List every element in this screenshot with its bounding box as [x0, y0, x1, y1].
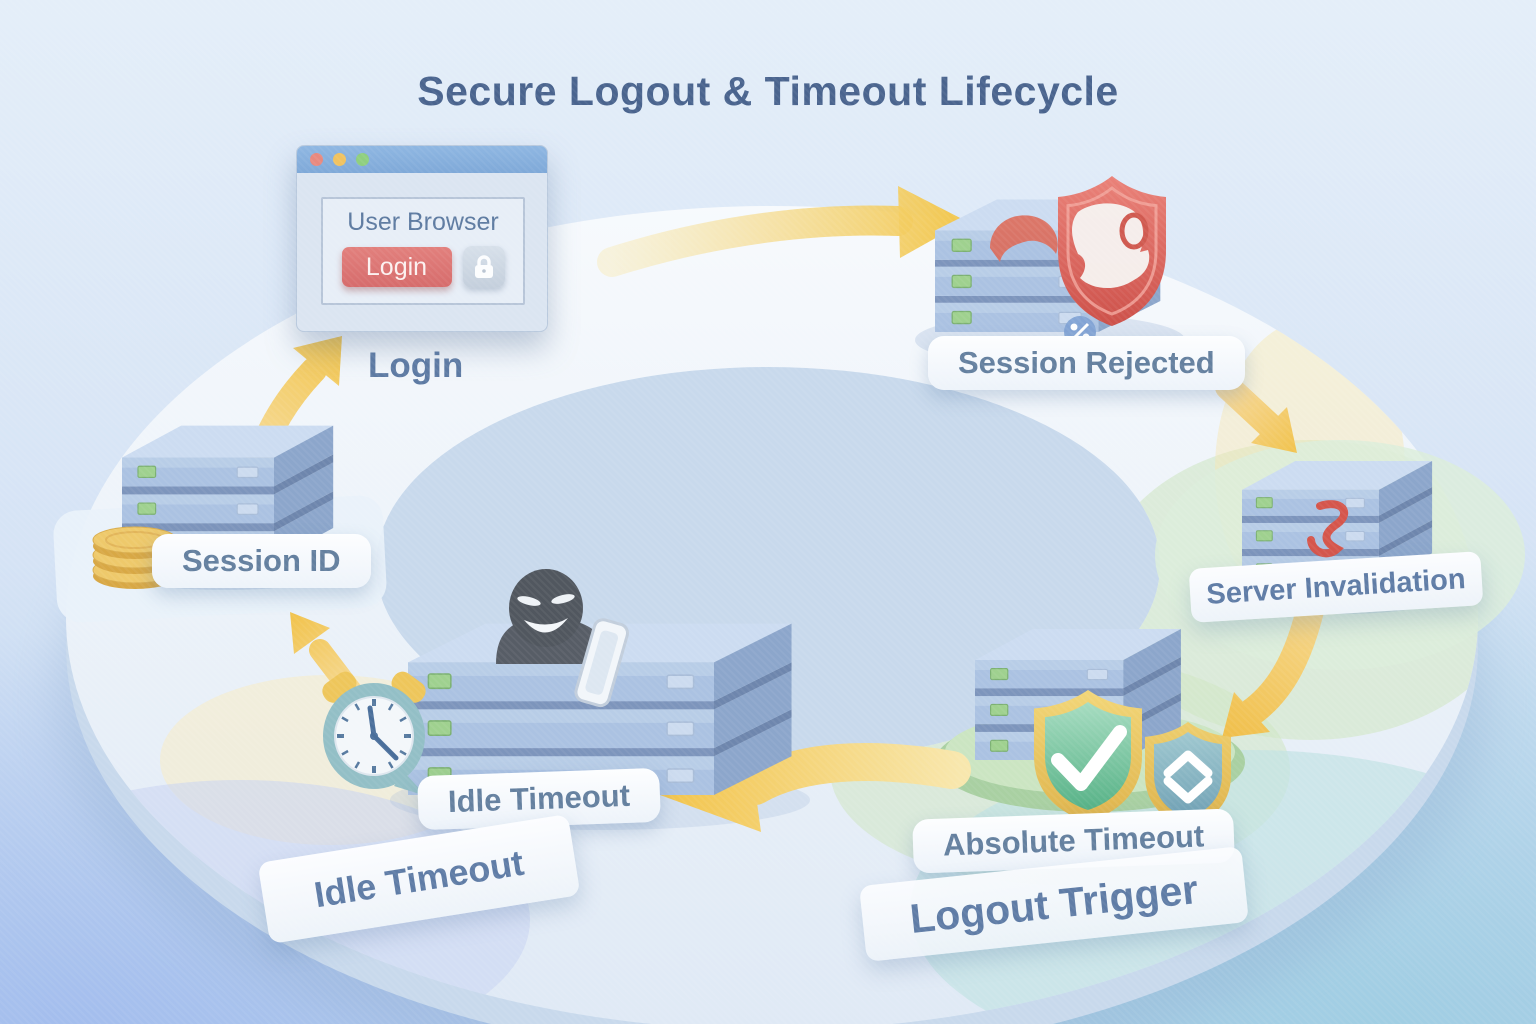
stage-label-session-id: Session ID: [152, 534, 371, 588]
stage-label-login: Login: [368, 346, 464, 385]
arrow-server-invalidation-to-absolute-timeout: [1222, 588, 1326, 738]
shield-check-icon: [1034, 690, 1142, 822]
shield-denied-icon: [1058, 176, 1166, 326]
alarm-clock-icon: [322, 671, 426, 796]
shield-box-icon: [1145, 722, 1231, 828]
page-title: Secure Logout & Timeout Lifecycle: [417, 68, 1119, 114]
browser-window-title: User Browser: [347, 208, 499, 236]
error-squiggle-icon: [1307, 500, 1349, 558]
browser-content-panel: User Browser Login: [321, 197, 525, 305]
lock-icon: [462, 246, 505, 288]
server-stack-idle-icon: [408, 623, 792, 795]
arrow-session-rejected-to-server-invalidation: [1215, 374, 1297, 453]
green-dot-icon: [356, 153, 369, 166]
user-browser-window: User Browser Login: [296, 145, 548, 332]
laptop-icon: [574, 618, 630, 708]
browser-titlebar: [297, 146, 547, 173]
hacker-icon: [496, 569, 610, 664]
red-dot-icon: [310, 153, 323, 166]
server-stack-invalidation-icon: [1242, 461, 1433, 582]
yellow-dot-icon: [333, 153, 346, 166]
login-button[interactable]: Login: [341, 247, 452, 287]
stage-label-session-rejected: Session Rejected: [928, 336, 1245, 390]
arrow-login-to-session-rejected: [597, 186, 966, 277]
